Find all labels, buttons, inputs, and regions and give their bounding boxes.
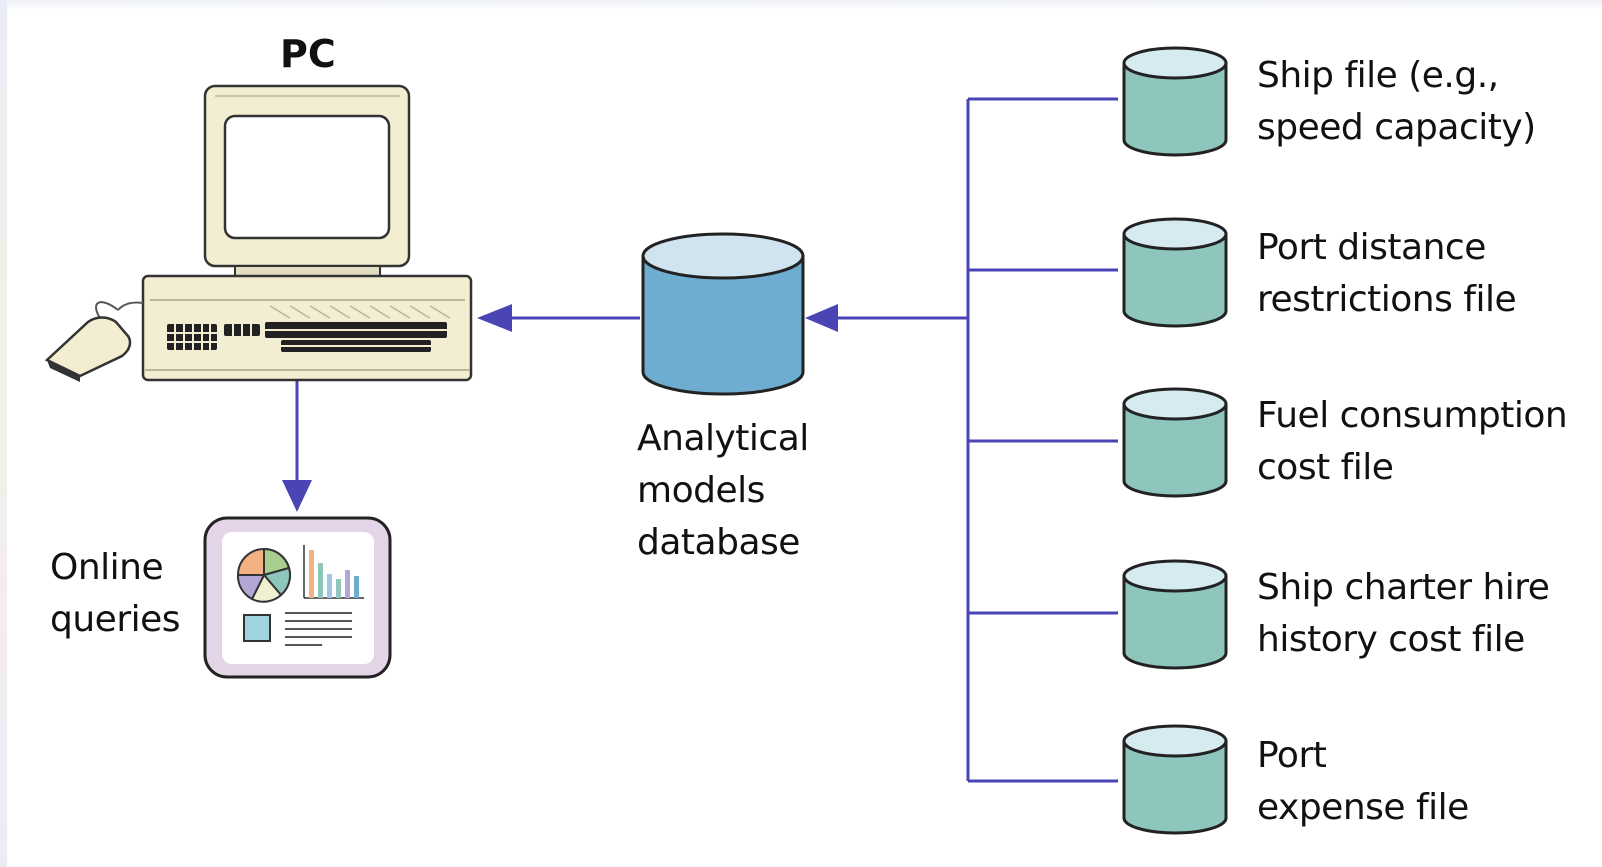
mouse-icon	[44, 301, 144, 382]
arrow-into-queries-icon	[282, 480, 312, 512]
fuel-consumption-label: Fuel consumption cost file	[1257, 390, 1568, 494]
database-icon	[1122, 724, 1228, 835]
database-icon	[1122, 387, 1228, 498]
label-line: speed capacity)	[1257, 107, 1536, 148]
label-line: Analytical	[637, 418, 809, 459]
file-databases	[1122, 46, 1228, 835]
label-line: models	[637, 470, 765, 511]
label-line: Port	[1257, 735, 1327, 776]
pc-icon	[141, 84, 473, 382]
online-queries-label: Online queries	[50, 542, 181, 646]
analytical-database-icon	[641, 232, 805, 396]
database-icon	[1122, 559, 1228, 670]
label-line: database	[637, 522, 800, 563]
label-line: Ship file (e.g.,	[1257, 55, 1499, 96]
arrowheads	[282, 304, 838, 512]
label-line: expense file	[1257, 787, 1469, 828]
label-line: queries	[50, 599, 181, 640]
label-line: Online	[50, 547, 164, 588]
pc-title: PC	[280, 32, 336, 76]
connectors	[295, 97, 1118, 783]
report-icon	[203, 516, 392, 679]
analytical-database-label: Analytical models database	[637, 413, 809, 569]
arrow-into-pc-icon	[477, 304, 512, 332]
database-icon	[1122, 217, 1228, 328]
port-expense-label: Port expense file	[1257, 730, 1469, 834]
arrow-into-database-icon	[805, 304, 838, 332]
label-line: cost file	[1257, 447, 1394, 488]
label-line: restrictions file	[1257, 279, 1517, 320]
ship-file-label: Ship file (e.g., speed capacity)	[1257, 50, 1536, 154]
charter-hire-label: Ship charter hire history cost file	[1257, 562, 1550, 666]
label-line: Ship charter hire	[1257, 567, 1550, 608]
label-line: Fuel consumption	[1257, 395, 1568, 436]
label-line: Port distance	[1257, 227, 1486, 268]
label-line: history cost file	[1257, 619, 1525, 660]
port-distance-label: Port distance restrictions file	[1257, 222, 1517, 326]
database-icon	[1122, 46, 1228, 157]
